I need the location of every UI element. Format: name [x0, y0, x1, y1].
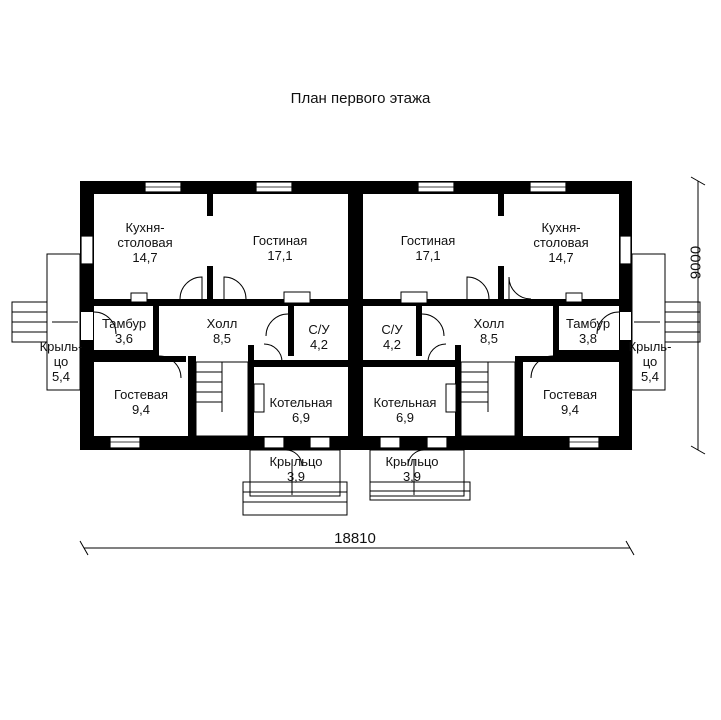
plan-title: План первого этажа: [290, 90, 431, 107]
room-area: 3,6: [114, 331, 134, 346]
room-name: С/У: [381, 322, 403, 337]
room-area: 3,9: [286, 469, 306, 484]
room-name: столовая: [117, 235, 173, 250]
room-name: цо: [642, 354, 658, 369]
dimension-lines: [79, 176, 706, 556]
room-area: 14,7: [132, 250, 158, 265]
room-name: Крыль-: [39, 339, 83, 354]
side-porches: [11, 253, 701, 391]
room-name: Крыльцо: [385, 454, 439, 469]
room-area: 3,8: [578, 331, 598, 346]
wall-units: [130, 291, 583, 413]
room-area: 8,5: [479, 331, 499, 346]
room-area: 9,4: [131, 402, 151, 417]
party-wall: [348, 181, 363, 450]
room-area: 17,1: [267, 248, 293, 263]
room-name: цо: [53, 354, 69, 369]
room-name: Гостиная: [252, 233, 308, 248]
room-name: Кухня-: [125, 220, 165, 235]
interior-walls: [94, 194, 619, 436]
room-area: 3,9: [402, 469, 422, 484]
stairs: [195, 361, 516, 437]
room-area: 8,5: [212, 331, 232, 346]
room-area: 5,4: [640, 369, 660, 384]
room-name: Крыль-: [628, 339, 672, 354]
dimension-height: 9000: [687, 245, 705, 280]
room-name: Гостевая: [114, 387, 168, 402]
room-area: 6,9: [291, 410, 311, 425]
room-area: 4,2: [309, 337, 329, 352]
room-name: Котельная: [373, 395, 437, 410]
room-name: Гостиная: [400, 233, 456, 248]
door-swings: [93, 276, 620, 467]
room-name: Холл: [473, 316, 505, 331]
room-name: Крыльцо: [269, 454, 323, 469]
room-name: Тамбур: [565, 316, 611, 331]
room-name: Котельная: [269, 395, 333, 410]
room-name: Тамбур: [101, 316, 147, 331]
dimension-width: 18810: [334, 530, 376, 547]
room-name: Кухня-: [541, 220, 581, 235]
room-name: С/У: [308, 322, 330, 337]
room-area: 6,9: [395, 410, 415, 425]
room-name: Гостевая: [543, 387, 597, 402]
front-porches: [242, 449, 471, 516]
room-name: столовая: [533, 235, 589, 250]
room-name: Холл: [206, 316, 238, 331]
room-area: 4,2: [382, 337, 402, 352]
room-area: 9,4: [560, 402, 580, 417]
room-area: 5,4: [51, 369, 71, 384]
room-area: 17,1: [415, 248, 441, 263]
room-area: 14,7: [548, 250, 574, 265]
